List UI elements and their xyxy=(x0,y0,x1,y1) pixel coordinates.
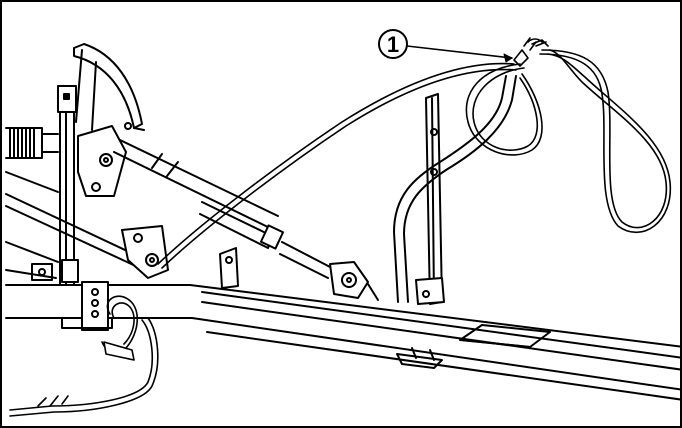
left-spring-detail xyxy=(5,127,59,159)
main-frame-beam xyxy=(5,284,680,401)
hydraulic-cylinder xyxy=(113,139,333,279)
vertical-mast xyxy=(57,85,79,285)
pivot-hub xyxy=(329,261,379,301)
guard-shield xyxy=(73,43,145,131)
lower-linkage xyxy=(31,225,169,281)
hose-tube xyxy=(393,75,517,303)
control-cable xyxy=(157,62,517,269)
bracket-plate xyxy=(77,125,127,197)
vertical-post xyxy=(415,93,445,305)
cable-end-fitting xyxy=(513,37,549,67)
cable-loop xyxy=(465,49,672,234)
callout-1 xyxy=(378,29,513,63)
lower-hose-hook xyxy=(9,295,159,417)
callout-number: 1 xyxy=(387,32,399,57)
small-upright-plate xyxy=(219,247,239,289)
